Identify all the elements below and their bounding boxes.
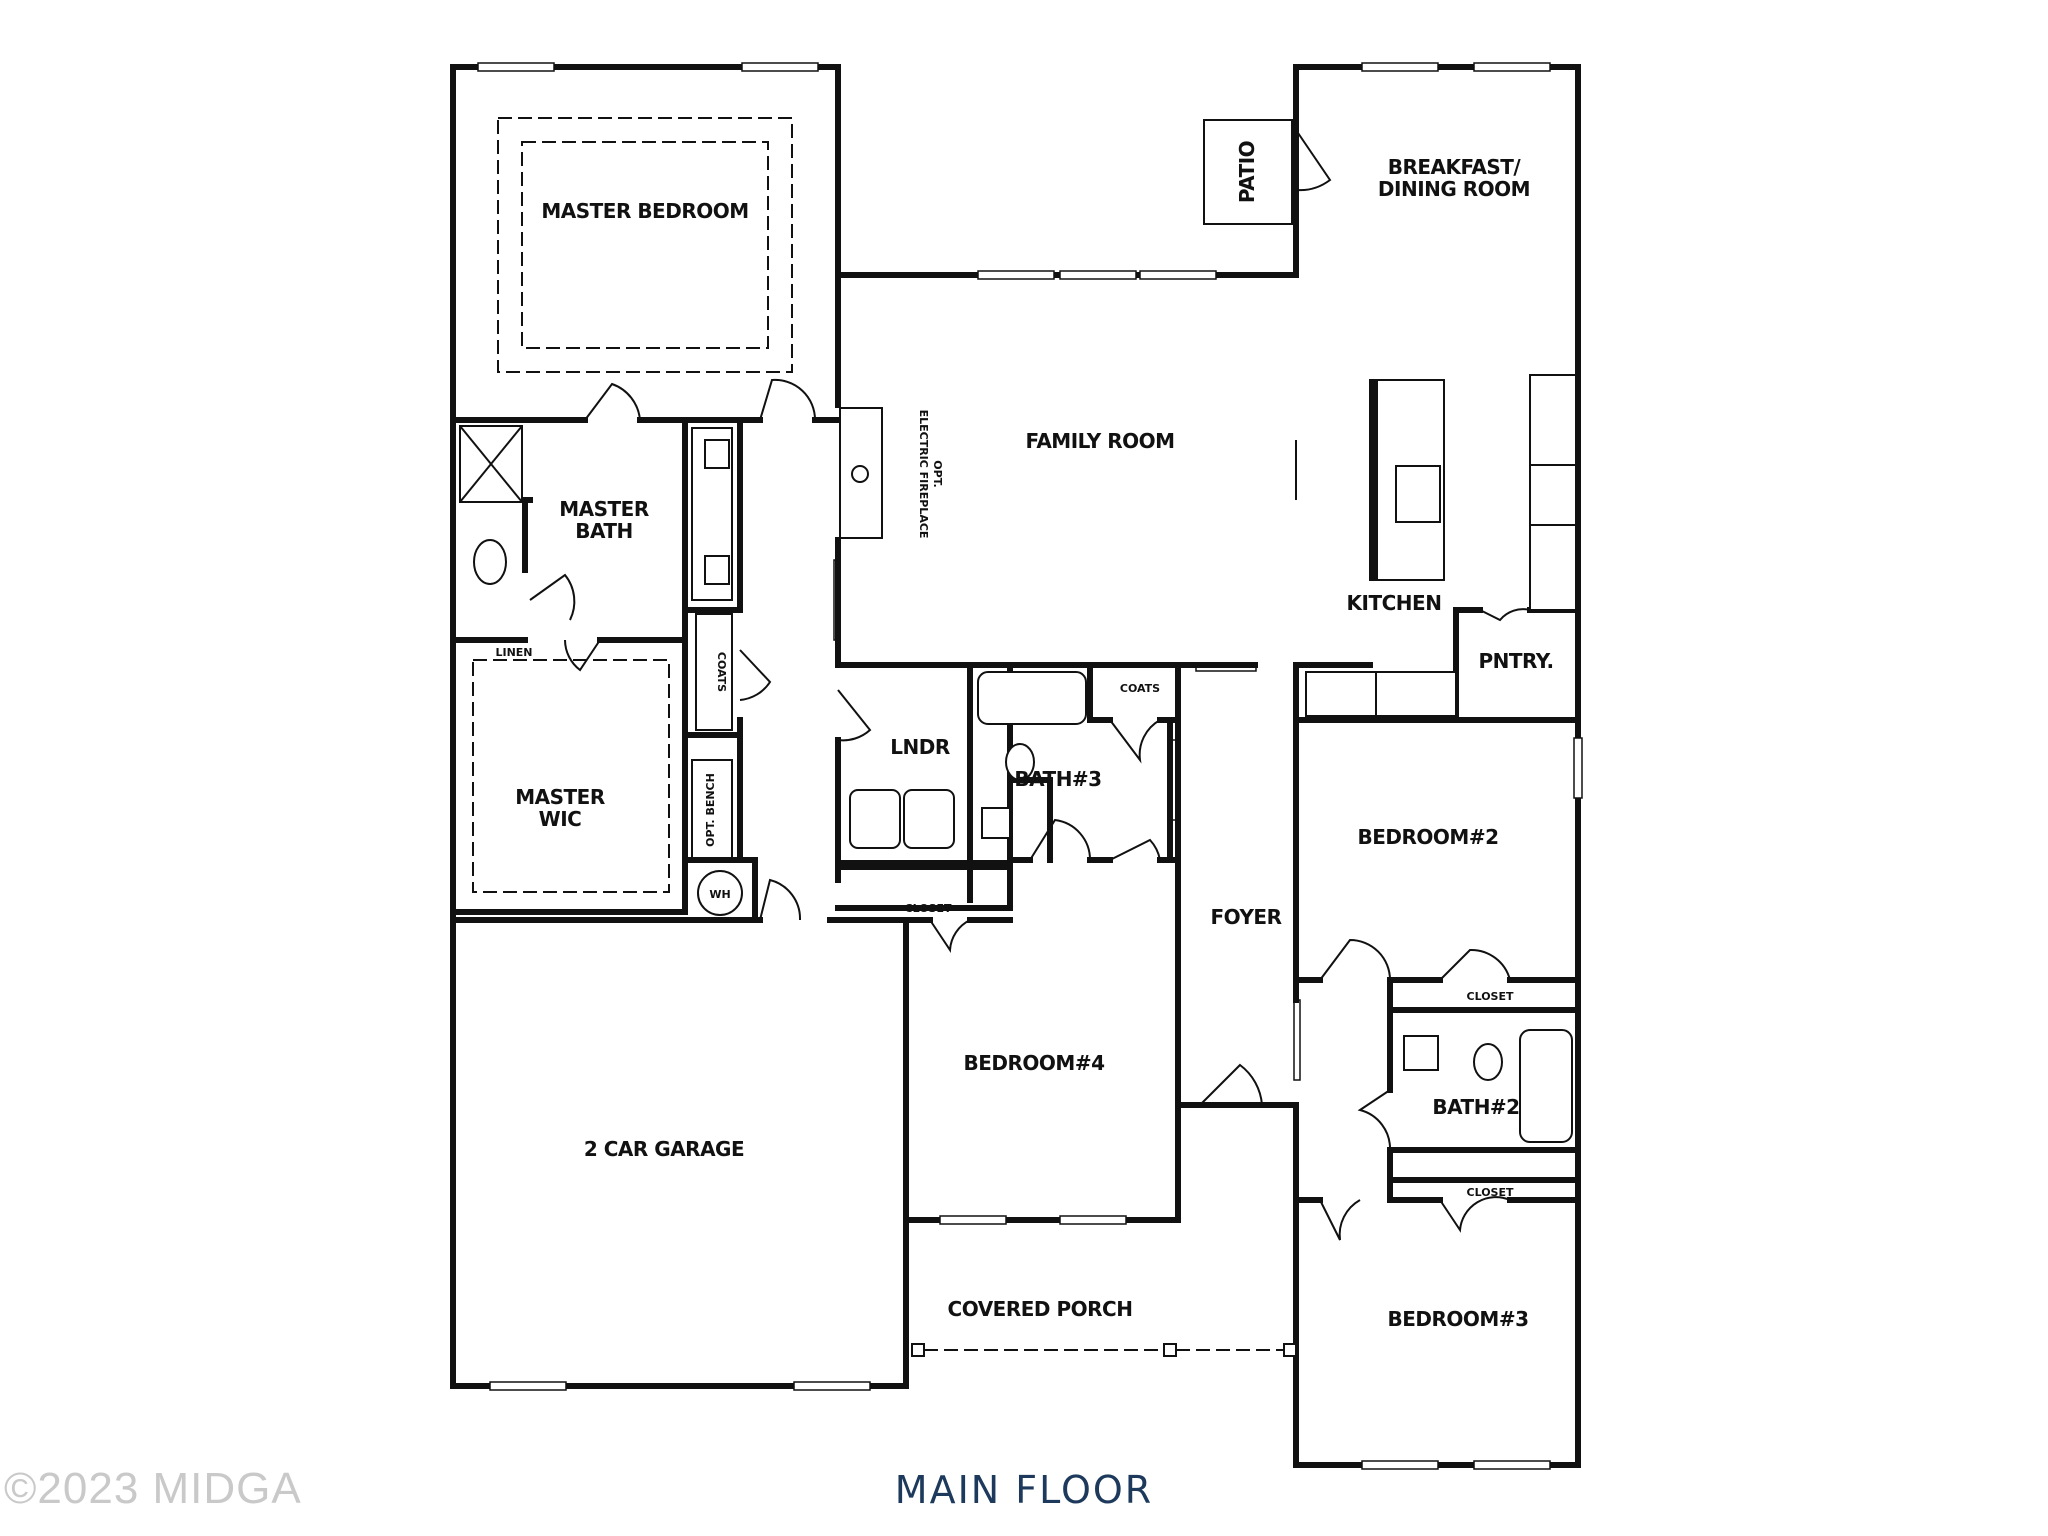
label-breakfast-1: BREAKFAST/ xyxy=(1388,155,1522,179)
label-foyer: FOYER xyxy=(1211,905,1282,929)
label-master-bath-2: BATH xyxy=(575,519,633,543)
label-bath2: BATH#2 xyxy=(1432,1095,1519,1119)
label-opt-bench: OPT. BENCH xyxy=(704,773,717,847)
label-covered-porch: COVERED PORCH xyxy=(948,1297,1133,1321)
label-laundry: LNDR xyxy=(890,735,950,759)
label-closet-b3: CLOSET xyxy=(1467,1186,1514,1199)
label-garage: 2 CAR GARAGE xyxy=(584,1137,744,1161)
label-bedroom4: BEDROOM#4 xyxy=(964,1051,1105,1075)
copyright-watermark: ©2023 MIDGA xyxy=(4,1464,302,1513)
label-closet-b2: CLOSET xyxy=(1467,990,1514,1003)
label-linen: LINEN xyxy=(495,646,532,659)
label-family-room: FAMILY ROOM xyxy=(1025,429,1174,453)
label-water-heater: WH xyxy=(709,888,730,901)
floor-title: MAIN FLOOR xyxy=(894,1468,1154,1512)
label-bath3: BATH#3 xyxy=(1014,767,1101,791)
label-coats-hall: COATS xyxy=(715,652,728,692)
label-master-wic-2: WIC xyxy=(539,807,582,831)
label-master-wic-1: MASTER xyxy=(515,785,605,809)
label-fireplace-1: OPT. xyxy=(931,460,944,487)
label-master-bedroom: MASTER BEDROOM xyxy=(541,199,748,223)
room-labels: MASTER BEDROOM PATIO BREAKFAST/ DINING R… xyxy=(495,141,1554,1331)
label-bedroom2: BEDROOM#2 xyxy=(1358,825,1499,849)
label-kitchen: KITCHEN xyxy=(1347,591,1442,615)
label-fireplace-2: ELECTRIC FIREPLACE xyxy=(917,410,930,539)
label-breakfast-2: DINING ROOM xyxy=(1378,177,1530,201)
label-patio: PATIO xyxy=(1235,141,1259,203)
label-pantry: PNTRY. xyxy=(1478,649,1553,673)
label-closet-laundry: CLOSET xyxy=(905,902,952,915)
label-master-bath-1: MASTER xyxy=(559,497,649,521)
label-coats-foyer: COATS xyxy=(1120,682,1160,695)
interior-walls xyxy=(450,117,1581,1357)
label-bedroom3: BEDROOM#3 xyxy=(1388,1307,1529,1331)
